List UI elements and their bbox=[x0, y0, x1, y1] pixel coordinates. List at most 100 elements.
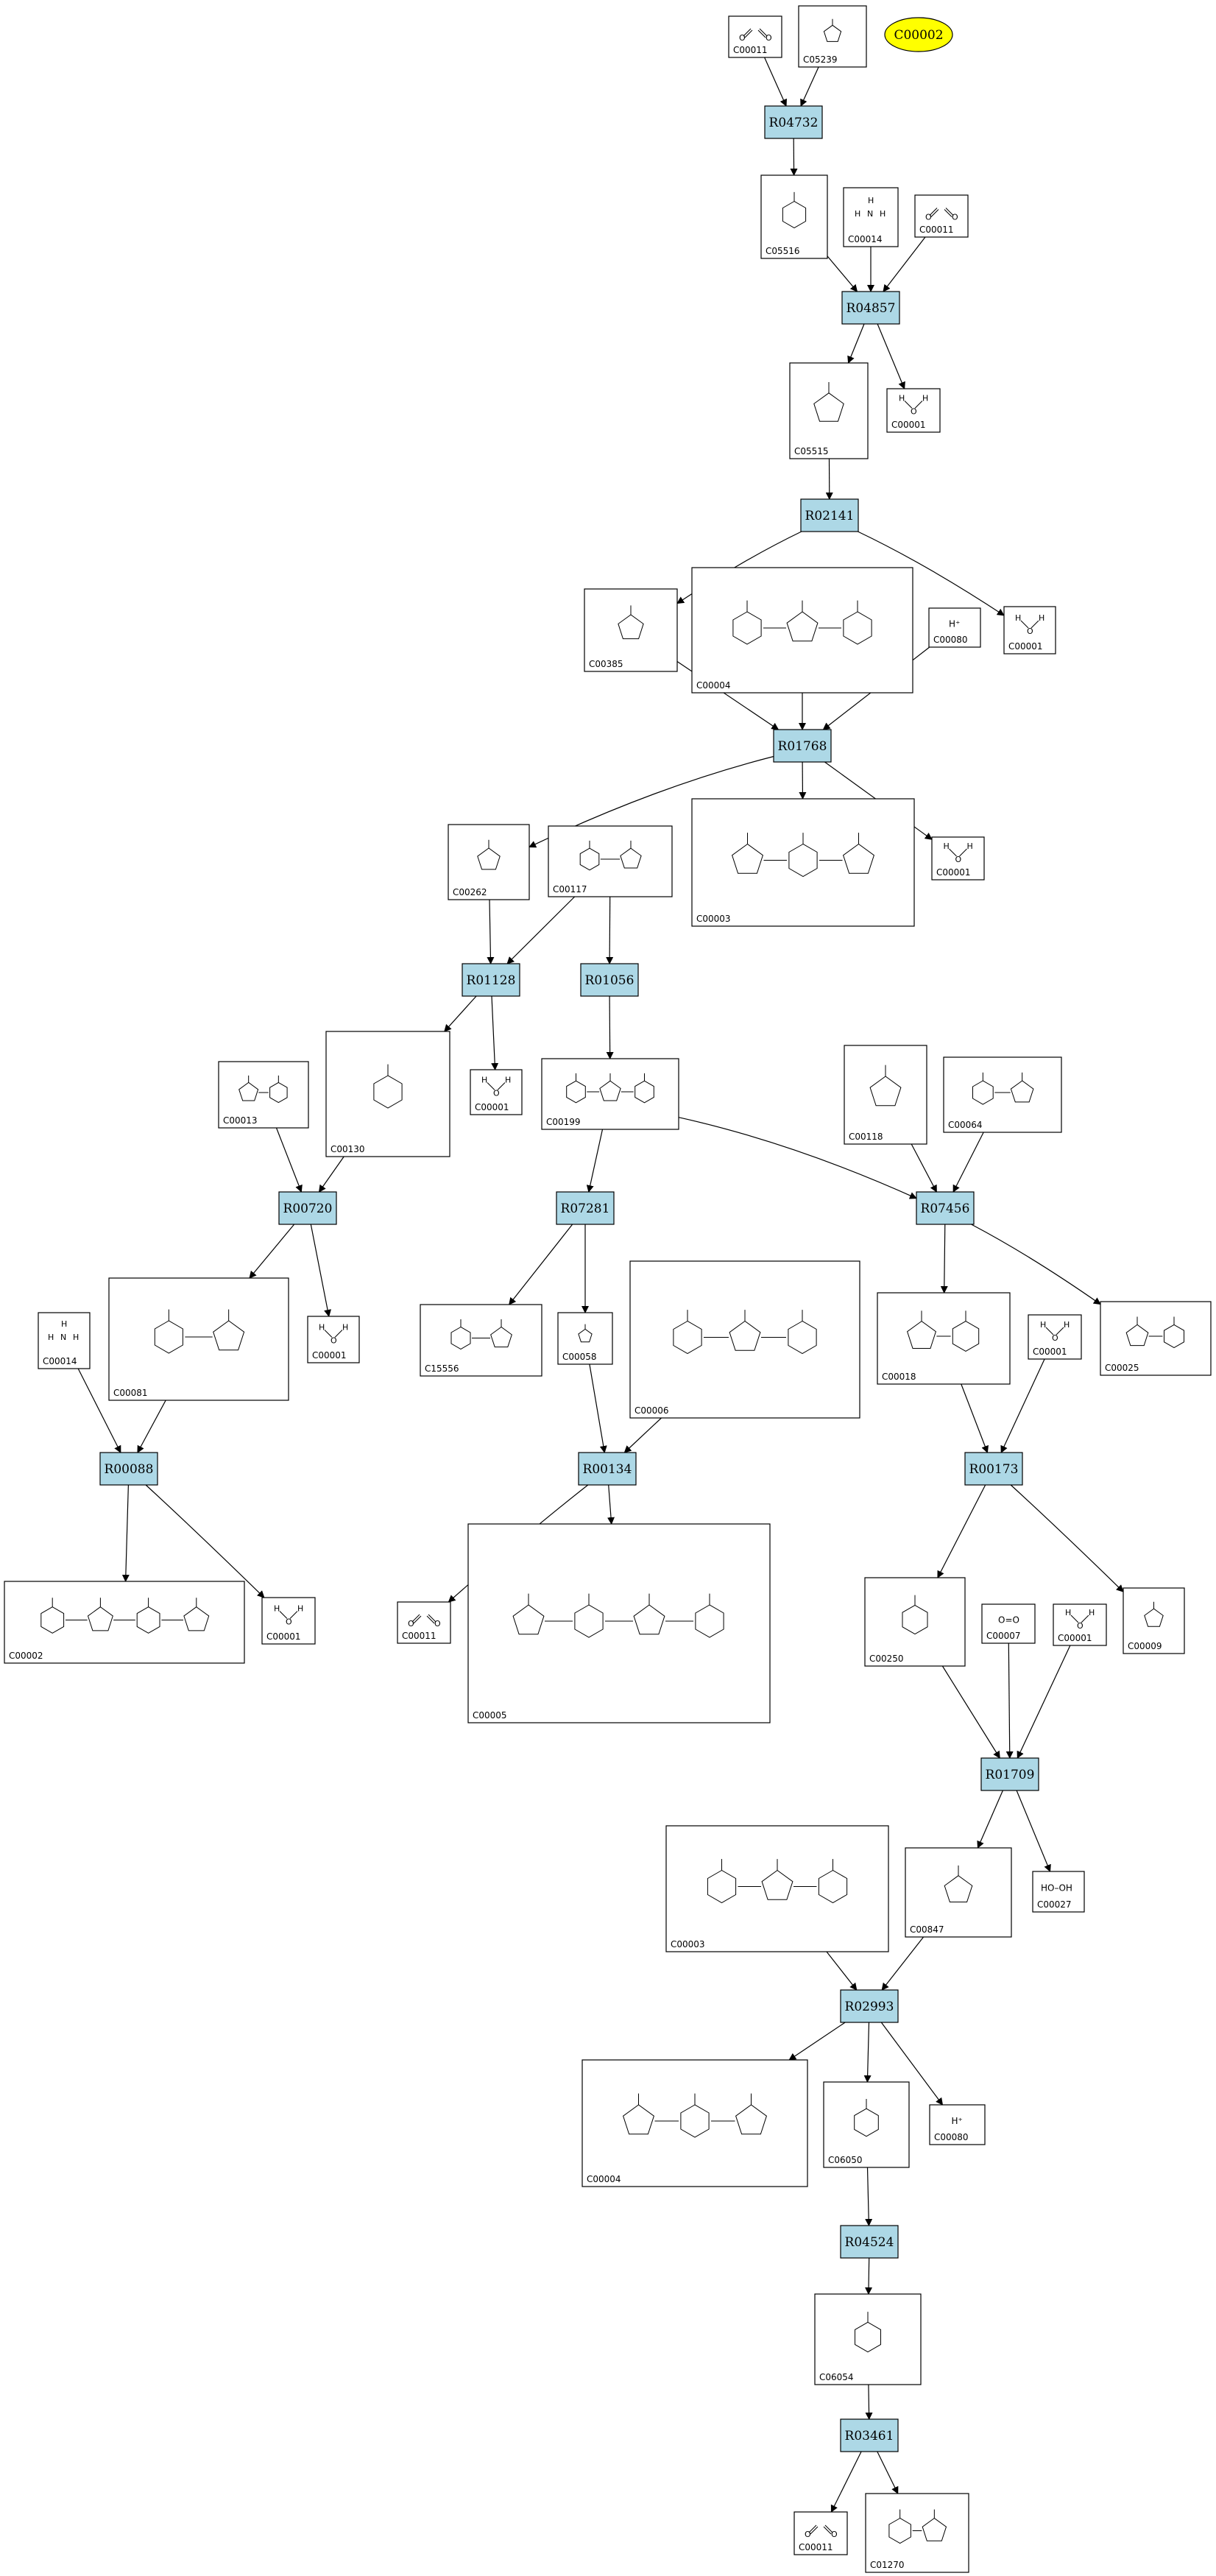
reaction-box[interactable] bbox=[840, 2418, 899, 2452]
compound-C06054[interactable]: C06054 bbox=[814, 2293, 922, 2385]
compound-C00080[interactable]: H⁺C00080 bbox=[929, 2104, 986, 2145]
compound-box[interactable] bbox=[864, 1577, 966, 1667]
compound-box[interactable] bbox=[886, 388, 941, 433]
reaction-box[interactable] bbox=[800, 498, 859, 532]
compound-box[interactable] bbox=[728, 15, 782, 58]
compound-C00847[interactable]: C00847 bbox=[905, 1847, 1012, 1938]
compound-C00117[interactable]: C00117 bbox=[548, 825, 673, 897]
compound-C00130[interactable]: C00130 bbox=[325, 1031, 450, 1157]
compound-box[interactable] bbox=[1100, 1301, 1212, 1376]
compound-box[interactable] bbox=[760, 174, 828, 259]
compound-box[interactable] bbox=[1053, 1603, 1107, 1646]
compound-box[interactable] bbox=[1032, 1871, 1085, 1913]
compound-box[interactable] bbox=[789, 362, 869, 459]
reaction-box[interactable] bbox=[764, 105, 823, 139]
reaction-R00173[interactable]: R00173 bbox=[964, 1452, 1023, 1486]
reaction-box[interactable] bbox=[578, 1452, 637, 1486]
compound-C00081[interactable]: C00081 bbox=[108, 1277, 289, 1401]
reaction-box[interactable] bbox=[580, 963, 639, 997]
compound-box[interactable] bbox=[397, 1601, 451, 1644]
reaction-R04857[interactable]: R04857 bbox=[841, 291, 900, 325]
compound-C00018[interactable]: C00018 bbox=[877, 1292, 1011, 1385]
compound-box[interactable] bbox=[548, 825, 673, 897]
compound-box[interactable] bbox=[691, 567, 913, 694]
compound-box[interactable] bbox=[108, 1277, 289, 1401]
compound-box[interactable] bbox=[325, 1031, 450, 1157]
compound-box[interactable] bbox=[307, 1316, 360, 1363]
compound-C01270[interactable]: C01270 bbox=[865, 2493, 969, 2573]
compound-box[interactable] bbox=[844, 1045, 927, 1145]
compound-C06050[interactable]: C06050 bbox=[823, 2081, 910, 2168]
compound-box[interactable] bbox=[470, 1069, 523, 1115]
compound-box[interactable] bbox=[843, 187, 899, 247]
compound-C05239[interactable]: C05239 bbox=[798, 5, 867, 68]
compound-C00385[interactable]: C00385 bbox=[584, 588, 678, 672]
compound-C05515[interactable]: C05515 bbox=[789, 362, 869, 459]
compound-box[interactable] bbox=[582, 2059, 808, 2187]
compound-C00058[interactable]: C00058 bbox=[557, 1312, 613, 1365]
reaction-R04524[interactable]: R04524 bbox=[840, 2225, 899, 2259]
compound-C00025[interactable]: C00025 bbox=[1100, 1301, 1212, 1376]
reaction-box[interactable] bbox=[980, 1757, 1039, 1791]
compound-C15556[interactable]: C15556 bbox=[420, 1304, 542, 1377]
compound-box[interactable] bbox=[1003, 606, 1056, 654]
reaction-R02141[interactable]: R02141 bbox=[800, 498, 859, 532]
compound-C05516[interactable]: C05516 bbox=[760, 174, 828, 259]
compound-box[interactable] bbox=[793, 2511, 848, 2555]
compound-box[interactable] bbox=[914, 194, 969, 238]
reaction-R01768[interactable]: R01768 bbox=[773, 729, 832, 763]
compound-C00009[interactable]: C00009 bbox=[1123, 1587, 1185, 1654]
compound-box[interactable] bbox=[931, 836, 985, 881]
compound-box[interactable] bbox=[541, 1058, 679, 1130]
reaction-box[interactable] bbox=[278, 1191, 337, 1225]
compound-C00080[interactable]: H⁺C00080 bbox=[928, 607, 981, 648]
compound-box[interactable] bbox=[420, 1304, 542, 1377]
reaction-R04732[interactable]: R04732 bbox=[764, 105, 823, 139]
compound-box[interactable] bbox=[798, 5, 867, 68]
reaction-box[interactable] bbox=[462, 963, 520, 997]
reaction-R02993[interactable]: R02993 bbox=[840, 1989, 899, 2023]
compound-box[interactable] bbox=[448, 824, 530, 900]
compound-box[interactable] bbox=[261, 1597, 316, 1645]
reaction-R00134[interactable]: R00134 bbox=[578, 1452, 637, 1486]
compound-box[interactable] bbox=[629, 1260, 860, 1419]
compound-box[interactable] bbox=[943, 1056, 1062, 1133]
compound-C00118[interactable]: C00118 bbox=[844, 1045, 927, 1145]
reaction-R07456[interactable]: R07456 bbox=[916, 1191, 975, 1225]
compound-box[interactable] bbox=[981, 1603, 1036, 1644]
reaction-box[interactable] bbox=[841, 291, 900, 325]
reaction-box[interactable] bbox=[840, 2225, 899, 2259]
compound-C00004[interactable]: C00004 bbox=[691, 567, 913, 694]
compound-box[interactable] bbox=[691, 798, 915, 927]
compound-C00250[interactable]: C00250 bbox=[864, 1577, 966, 1667]
compound-box[interactable] bbox=[4, 1581, 245, 1664]
compound-box[interactable] bbox=[814, 2293, 922, 2385]
compound-box[interactable] bbox=[865, 2493, 969, 2573]
compound-box[interactable] bbox=[1123, 1587, 1185, 1654]
highlight-ellipse[interactable] bbox=[884, 17, 953, 52]
reaction-box[interactable] bbox=[916, 1191, 975, 1225]
compound-box[interactable] bbox=[877, 1292, 1011, 1385]
compound-box[interactable] bbox=[38, 1312, 91, 1369]
compound-box[interactable] bbox=[905, 1847, 1012, 1938]
compound-box[interactable] bbox=[467, 1523, 771, 1723]
reaction-box[interactable] bbox=[99, 1452, 158, 1486]
reaction-box[interactable] bbox=[556, 1191, 615, 1225]
reaction-box[interactable] bbox=[773, 729, 832, 763]
reaction-box[interactable] bbox=[964, 1452, 1023, 1486]
compound-C00005[interactable]: C00005 bbox=[467, 1523, 771, 1723]
reaction-R00720[interactable]: R00720 bbox=[278, 1191, 337, 1225]
reaction-R01056[interactable]: R01056 bbox=[580, 963, 639, 997]
